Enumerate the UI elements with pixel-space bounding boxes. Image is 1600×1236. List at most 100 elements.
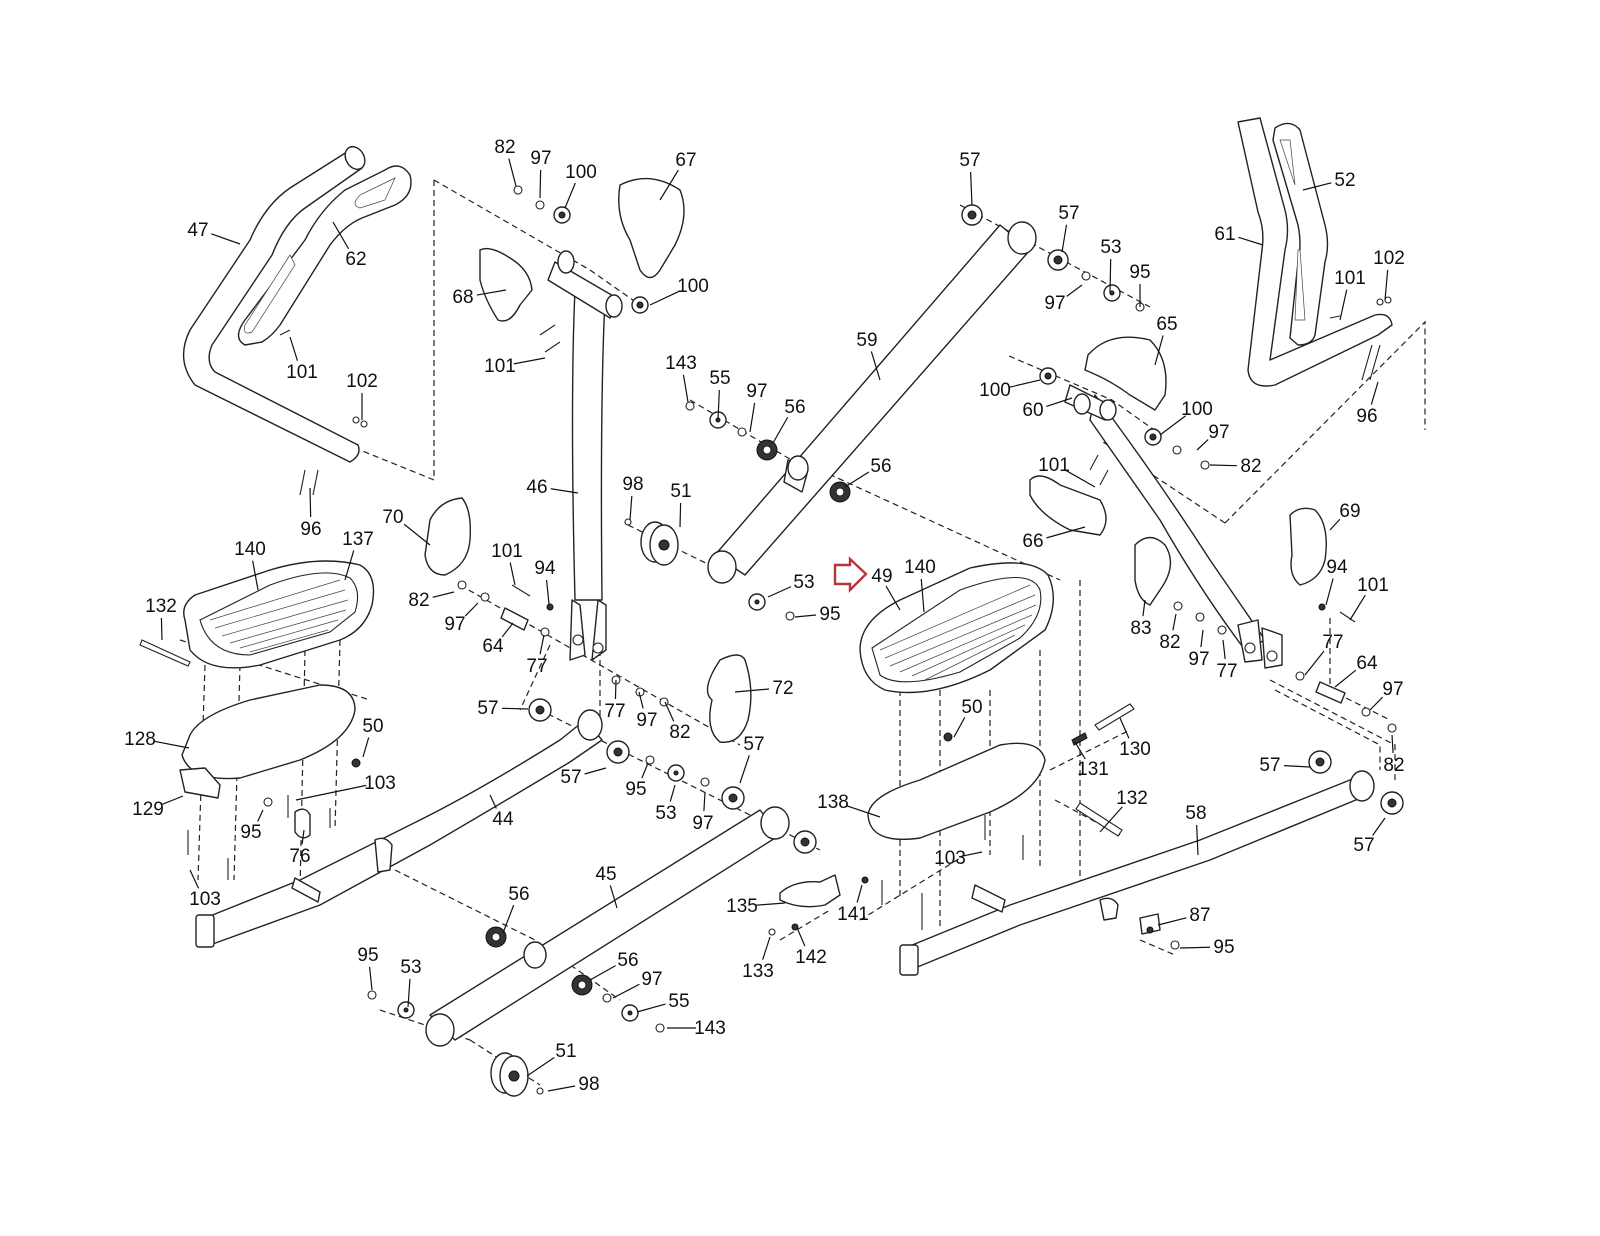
leader-line-100 — [1159, 415, 1186, 436]
washer-77 — [1217, 625, 1227, 635]
part-label-52: 52 — [1334, 170, 1355, 191]
leader-line-56 — [502, 904, 515, 934]
screws-96-left — [299, 469, 319, 496]
rod-130 — [1094, 703, 1135, 731]
part-label-142: 142 — [795, 947, 827, 968]
part-label-77: 77 — [526, 656, 547, 677]
leader-line-67 — [659, 169, 679, 201]
part-label-101: 101 — [491, 541, 523, 562]
crank-arm-45 — [425, 806, 790, 1047]
part-label-47: 47 — [187, 220, 208, 241]
screw-133 — [768, 928, 776, 936]
part-label-66: 66 — [1022, 531, 1043, 552]
washer-97 — [1081, 271, 1091, 281]
leader-line-50 — [953, 717, 966, 738]
washer-55 — [621, 1004, 639, 1022]
part-label-58: 58 — [1185, 803, 1206, 824]
part-label-97: 97 — [1382, 679, 1403, 700]
leader-line-140 — [920, 578, 925, 613]
part-label-128: 128 — [124, 729, 156, 750]
bolt-82 — [457, 580, 467, 590]
leader-line-82 — [1391, 734, 1394, 754]
leader-line-132 — [160, 617, 163, 641]
shroud-68 — [479, 247, 533, 322]
part-label-132: 132 — [145, 596, 177, 617]
pedal-cover-135 — [779, 874, 841, 908]
part-label-46: 46 — [526, 477, 547, 498]
part-label-140: 140 — [904, 557, 936, 578]
screws-96-right — [1361, 344, 1381, 381]
leader-line-100 — [1008, 379, 1041, 388]
gear-56 — [756, 439, 778, 461]
screw-95 — [785, 611, 795, 621]
part-label-77: 77 — [1216, 661, 1237, 682]
leader-line-50 — [362, 737, 370, 758]
leader-line-56 — [772, 416, 789, 444]
screw-95 — [263, 797, 273, 807]
leader-line-135 — [755, 902, 786, 906]
leader-line-97 — [1196, 439, 1209, 451]
part-label-72: 72 — [772, 678, 793, 699]
leader-line-53 — [407, 978, 411, 1008]
leader-line-77 — [1304, 650, 1325, 676]
leader-line-138 — [846, 805, 881, 818]
leader-line-51 — [526, 1056, 555, 1077]
leader-line-82 — [508, 158, 517, 187]
part-label-102: 102 — [346, 371, 378, 392]
right-handle-grip-52 — [1272, 122, 1329, 346]
pedal-plate-128 — [181, 684, 356, 780]
leader-line-97 — [703, 791, 706, 812]
part-label-101: 101 — [286, 362, 318, 383]
leader-line-61 — [1238, 236, 1264, 246]
bearing-57 — [961, 204, 983, 226]
clip-98 — [624, 518, 632, 526]
part-label-59: 59 — [856, 330, 877, 351]
part-label-82: 82 — [1240, 456, 1261, 477]
part-label-97: 97 — [1188, 649, 1209, 670]
leader-line-82 — [432, 591, 455, 598]
part-label-55: 55 — [709, 368, 730, 389]
leader-line-132 — [1099, 806, 1123, 833]
crank-arm-59 — [707, 221, 1037, 584]
right-upright-arm-60 — [1064, 384, 1283, 669]
leader-line-98 — [629, 495, 633, 521]
washer-53 — [397, 1001, 415, 1019]
part-label-65: 65 — [1156, 314, 1177, 335]
leader-line-58 — [1196, 824, 1199, 856]
screw-101 — [1339, 611, 1356, 623]
washer-97 — [737, 427, 747, 437]
part-label-95: 95 — [819, 604, 840, 625]
part-label-68: 68 — [452, 287, 473, 308]
leader-line-97 — [749, 402, 756, 433]
leader-line-133 — [762, 936, 771, 960]
part-label-60: 60 — [1022, 400, 1043, 421]
bearing-57 — [1308, 750, 1332, 774]
washer-97 — [602, 993, 612, 1003]
washer-53 — [1103, 284, 1121, 302]
part-label-76: 76 — [289, 846, 310, 867]
part-label-131: 131 — [1077, 759, 1109, 780]
shroud-69 — [1289, 507, 1327, 586]
bearing-57 — [793, 830, 817, 854]
leader-line-97 — [638, 691, 644, 709]
part-label-97: 97 — [746, 381, 767, 402]
part-label-77: 77 — [1322, 632, 1343, 653]
screw-101 — [511, 584, 531, 597]
leader-line-77 — [539, 634, 545, 655]
left-pedal-137 — [183, 560, 375, 669]
leader-line-53 — [669, 784, 676, 802]
part-label-45: 45 — [595, 864, 616, 885]
leader-line-60 — [1046, 397, 1073, 408]
part-label-100: 100 — [979, 380, 1011, 401]
part-label-77: 77 — [604, 701, 625, 722]
leader-line-87 — [1157, 917, 1187, 926]
leader-line-57 — [970, 171, 973, 206]
bracket-87 — [1146, 926, 1154, 934]
leader-line-97 — [1200, 629, 1204, 648]
bolt-82 — [513, 185, 523, 195]
part-label-103: 103 — [189, 889, 221, 910]
shroud-72 — [706, 654, 752, 744]
leader-line-57 — [1061, 224, 1068, 253]
bearing-100 — [1039, 367, 1057, 385]
